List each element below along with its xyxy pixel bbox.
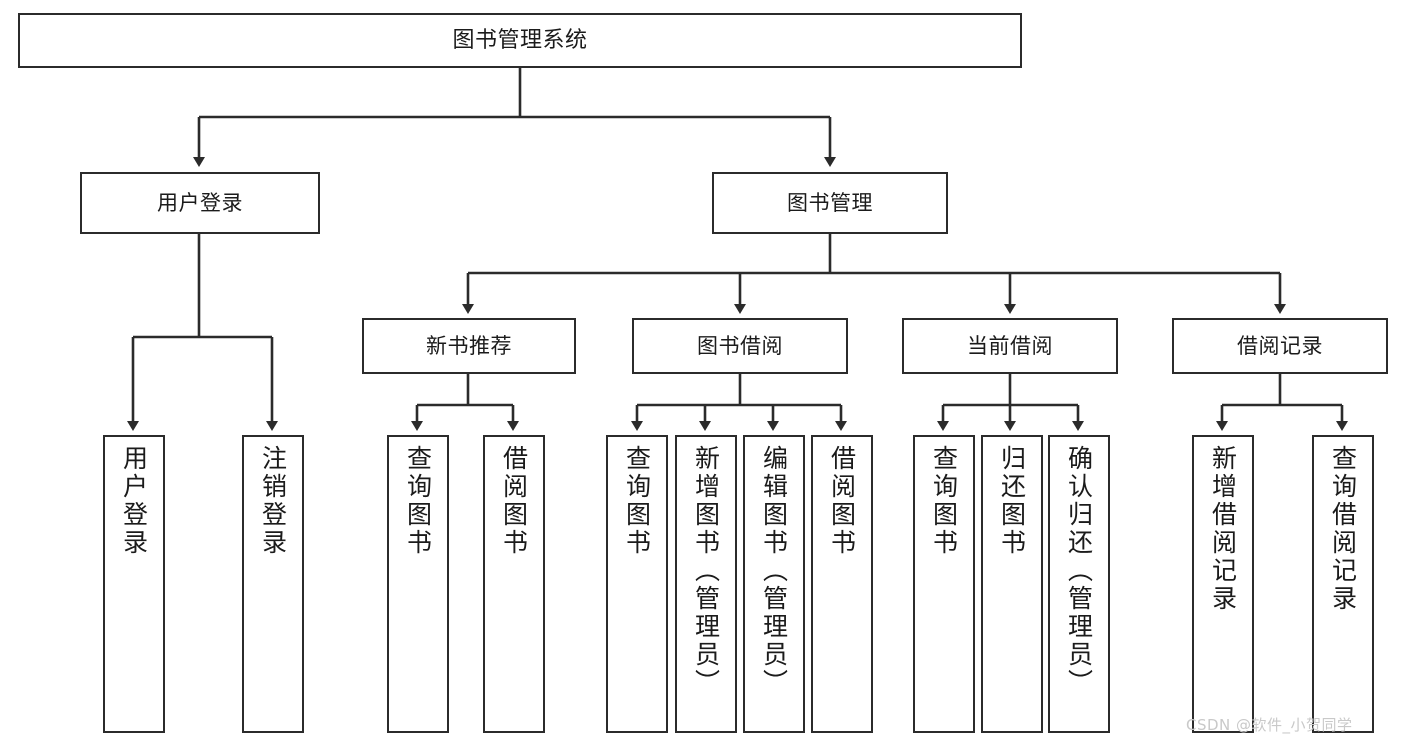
leaf-current-return-book[interactable]: 归还图书 (981, 435, 1043, 733)
node-book-management[interactable]: 图书管理 (712, 172, 948, 234)
leaf-borrow-borrow-book[interactable]: 借阅图书 (811, 435, 873, 733)
node-label: 编辑图书（管理员） (759, 445, 789, 697)
node-label: 归还图书 (997, 445, 1027, 557)
node-label: 查询图书 (622, 445, 652, 557)
node-label: 图书管理 (787, 190, 873, 215)
node-label: 查询图书 (403, 445, 433, 557)
node-book-borrow[interactable]: 图书借阅 (632, 318, 848, 374)
leaf-record-add-record[interactable]: 新增借阅记录 (1192, 435, 1254, 733)
node-label: 当前借阅 (967, 333, 1053, 358)
node-label: 图书借阅 (697, 333, 783, 358)
node-label: 借阅图书 (499, 445, 529, 557)
csdn-watermark: CSDN @软件_小贺同学 (1186, 716, 1353, 734)
node-new-book-recommend[interactable]: 新书推荐 (362, 318, 576, 374)
leaf-user-login-logout[interactable]: 注销登录 (242, 435, 304, 733)
leaf-user-login-login[interactable]: 用户登录 (103, 435, 165, 733)
node-label: 注销登录 (258, 445, 288, 557)
node-label: 用户登录 (119, 445, 149, 557)
leaf-current-confirm-return-admin[interactable]: 确认归还（管理员） (1048, 435, 1110, 733)
node-label: 新增借阅记录 (1208, 445, 1238, 613)
node-label: 借阅记录 (1237, 333, 1323, 358)
leaf-current-query-book[interactable]: 查询图书 (913, 435, 975, 733)
node-label: 新增图书（管理员） (691, 445, 721, 697)
node-label: 用户登录 (157, 190, 243, 215)
leaf-record-query-record[interactable]: 查询借阅记录 (1312, 435, 1374, 733)
node-label: 查询图书 (929, 445, 959, 557)
node-label: 查询借阅记录 (1328, 445, 1358, 613)
node-user-login[interactable]: 用户登录 (80, 172, 320, 234)
node-root-system[interactable]: 图书管理系统 (18, 13, 1022, 68)
node-label: 图书管理系统 (452, 27, 588, 53)
node-label: 确认归还（管理员） (1064, 445, 1094, 697)
node-label: 借阅图书 (827, 445, 857, 557)
node-label: 新书推荐 (426, 333, 512, 358)
leaf-borrow-edit-book-admin[interactable]: 编辑图书（管理员） (743, 435, 805, 733)
node-current-borrow[interactable]: 当前借阅 (902, 318, 1118, 374)
leaf-new-book-query[interactable]: 查询图书 (387, 435, 449, 733)
leaf-borrow-query-book[interactable]: 查询图书 (606, 435, 668, 733)
node-borrow-record[interactable]: 借阅记录 (1172, 318, 1388, 374)
leaf-new-book-borrow[interactable]: 借阅图书 (483, 435, 545, 733)
leaf-borrow-add-book-admin[interactable]: 新增图书（管理员） (675, 435, 737, 733)
